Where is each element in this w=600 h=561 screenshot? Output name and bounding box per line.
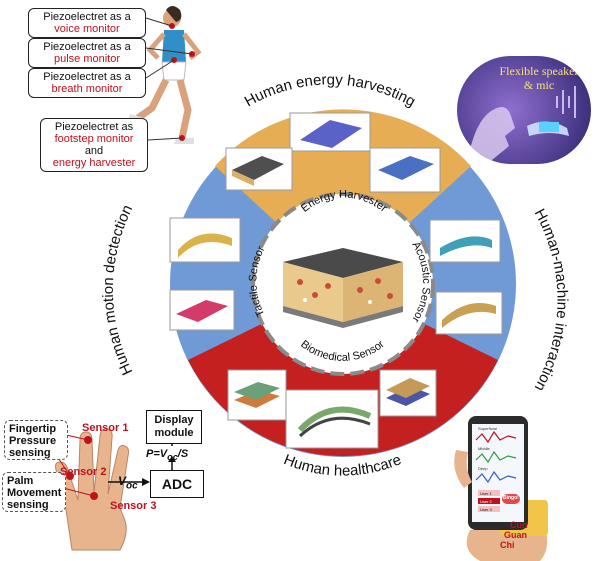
wrist-point-guan: Guan [504, 530, 528, 540]
thumbnail-bottom-center [285, 389, 379, 449]
phone-rows: Superficial Middle Deep [478, 419, 518, 479]
phone-users: User 1 User 2 User 3 [480, 490, 500, 514]
speaker-label: Flexible speaker & mic [499, 64, 579, 92]
ring-label-right: Human-machine interaction [531, 206, 571, 394]
power-formula: P=Voc/S [146, 448, 189, 463]
footstep-monitor-callout: Piezoelectret as footstep monitor and en… [40, 118, 148, 172]
voc-label: Voc [118, 474, 138, 492]
wrist-points: Cun Guan Chi [500, 520, 528, 550]
thumbnail-bottom-left [227, 369, 287, 421]
thumbnail-right-lower [435, 291, 503, 335]
speaker-illustration: Flexible speaker & mic [457, 56, 591, 164]
phone-user-3: User 3 [480, 507, 492, 512]
phone-row-superficial: Superficial [478, 426, 497, 431]
pulse-monitor-callout: Piezoelectret as a pulse monitor [28, 38, 146, 68]
adc-box: ADC [150, 470, 204, 498]
breath-monitor-callout: Piezoelectret as a breath monitor [28, 68, 146, 98]
ring-label-top: Human energy harvesting [242, 71, 419, 110]
inner-dashed-ring [251, 192, 435, 376]
central-device-illustration [283, 248, 403, 328]
fingertip-sensing-box: Fingertip Pressure sensing [4, 420, 68, 460]
phone-wrist-illustration [454, 416, 548, 561]
thumbnail-top-left [225, 147, 293, 191]
thumbnail-top-right [369, 147, 441, 193]
display-module-box: Display module [146, 410, 202, 444]
phone-row-deep: Deep [478, 466, 488, 471]
wrist-point-chi: Chi [500, 540, 515, 550]
speaker-face-silhouette [467, 86, 576, 164]
palm-sensing-box: Palm Movement sensing [2, 472, 66, 512]
thumbnail-top-center [289, 112, 371, 152]
phone-user-1: User 1 [480, 491, 492, 496]
thumbnail-right-upper [429, 219, 501, 263]
wrist-point-cun: Cun [510, 520, 528, 530]
thumbnail-left-lower [169, 289, 235, 331]
phone-user-2: User 2 [480, 499, 492, 504]
thumbnail-bottom-right [379, 369, 437, 417]
callout-leader-lines [145, 17, 193, 141]
thumbnail-left-upper [169, 217, 241, 263]
phone-bingo-badge: Bingo! [503, 495, 519, 501]
sensor-1-label: Sensor 1 [82, 422, 129, 434]
sensor-2-label: Sensor 2 [60, 466, 107, 478]
phone-row-middle: Middle [478, 446, 490, 451]
voice-monitor-callout: Piezoelectret as a voice monitor [28, 8, 146, 38]
sensor-3-label: Sensor 3 [110, 500, 157, 512]
ring-label-left: Human motion dectection [100, 202, 136, 377]
